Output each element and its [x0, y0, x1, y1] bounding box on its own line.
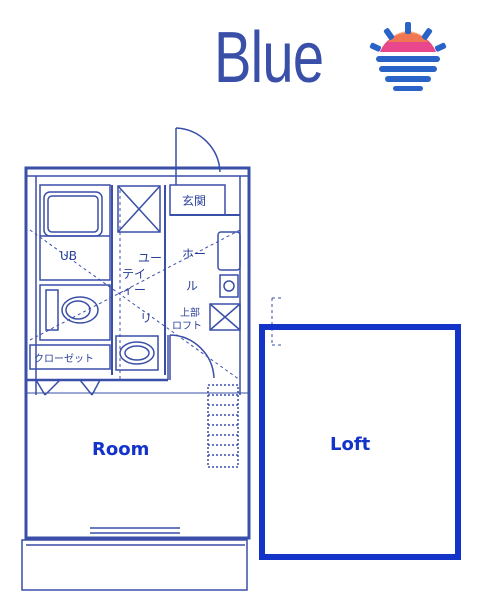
- hall-label-1: ホー: [182, 247, 206, 261]
- utility-label-3: ィー: [122, 283, 146, 297]
- utility-label-2: テイ: [122, 267, 146, 281]
- hall-door: [169, 334, 215, 380]
- toilet-outline: [39, 284, 111, 341]
- closet-label: クローゼット: [34, 353, 94, 365]
- balcony-outline: [21, 539, 248, 591]
- closet-outline: [29, 344, 111, 370]
- unit-bath-outline: [39, 184, 111, 281]
- loft-label: Loft: [330, 434, 371, 455]
- room-label: Room: [92, 439, 149, 460]
- utility-label-1: ユー: [138, 251, 162, 265]
- entrance-door: [175, 127, 221, 185]
- stairs: [207, 384, 239, 468]
- upper-loft-box: [209, 303, 241, 331]
- unit-bath-label: UB: [60, 249, 77, 263]
- entrance-label: 玄関: [182, 193, 206, 208]
- upper-loft-label-1: 上部: [180, 306, 200, 319]
- utility-label-4: リ: [140, 311, 152, 325]
- upper-loft-label-2: ロフト: [172, 321, 202, 332]
- brand-sun-logo-icon: [369, 22, 447, 92]
- brand-logo-text: Blue: [214, 18, 324, 98]
- hall-label-2: ル: [186, 279, 198, 293]
- outer-wall: [24, 166, 251, 540]
- loft-outline: [259, 324, 461, 560]
